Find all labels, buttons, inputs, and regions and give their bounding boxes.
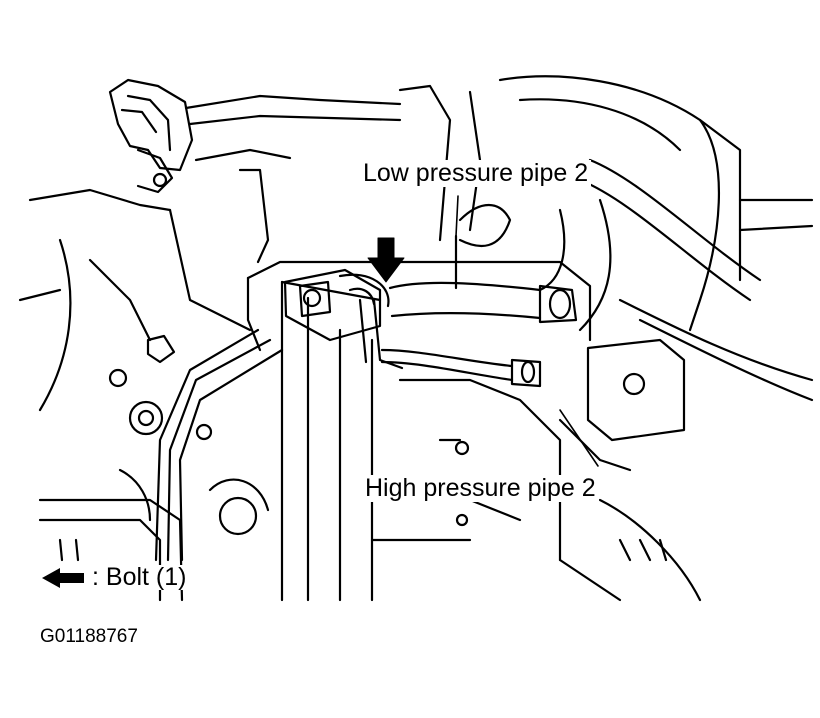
legend: : Bolt (1): [40, 563, 187, 591]
bolt-arrow-icon: [367, 237, 405, 283]
low-pressure-pipe-label: Low pressure pipe 2: [360, 160, 592, 187]
pipe-flange: [283, 268, 404, 370]
figure-id: G01188767: [40, 626, 138, 647]
main-housing: [154, 260, 592, 602]
low-pressure-pipe-drawing: [388, 234, 578, 324]
left-arrow-icon: [42, 567, 84, 588]
lower-left-assembly: [38, 334, 270, 602]
body-structure: [18, 75, 814, 412]
hoses: [578, 158, 814, 402]
right-bracket: [558, 338, 686, 472]
high-pressure-pipe-label: High pressure pipe 2: [362, 475, 599, 502]
legend-text: : Bolt (1): [92, 563, 187, 591]
high-pressure-pipe-drawing: [380, 348, 542, 388]
connector-bracket: [108, 78, 402, 194]
leader-lines: [455, 195, 599, 467]
lower-right-detail: [558, 498, 702, 602]
